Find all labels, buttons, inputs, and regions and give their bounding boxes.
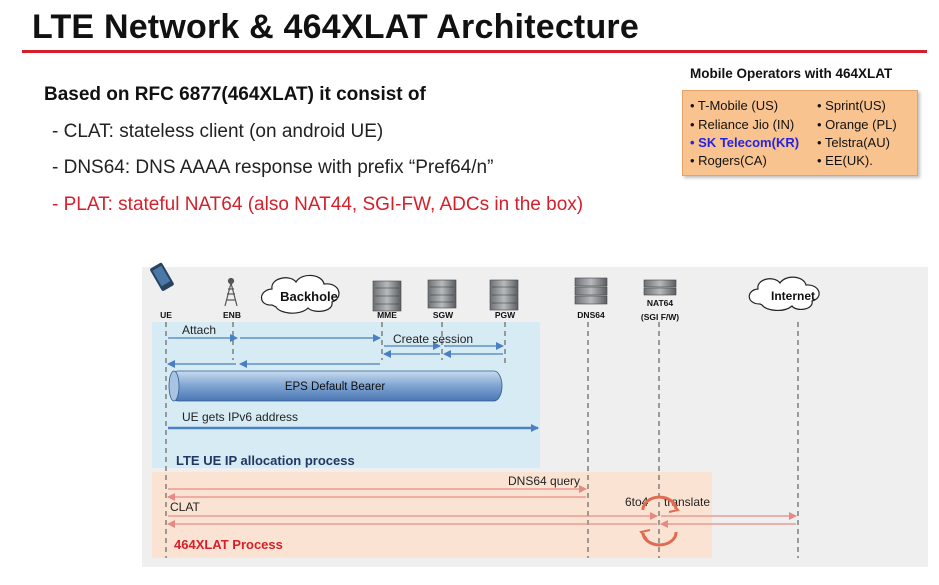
section-label-xlat: 464XLAT Process	[174, 537, 283, 552]
nat64-server-icon	[643, 279, 677, 296]
message-ipv6: UE gets IPv6 address	[182, 410, 298, 424]
pgw-server-icon	[489, 279, 519, 311]
node-label-mme: MME	[377, 310, 397, 320]
title-rule	[22, 50, 927, 53]
message-dns64-query: DNS64 query	[508, 474, 580, 488]
operator-item: • Orange (PL)	[817, 117, 897, 132]
cloud-label-backhole: Backhole	[280, 289, 338, 304]
operator-item: • Reliance Jio (IN)	[690, 117, 795, 132]
node-label-sgw: SGW	[433, 310, 454, 320]
sgw-server-icon	[427, 279, 457, 309]
message-create-session: Create session	[393, 332, 473, 346]
operators-box: • T-Mobile (US) • Reliance Jio (IN) • SK…	[682, 90, 918, 176]
eps-default-bearer	[168, 370, 503, 402]
operator-item: • EE(UK).	[817, 153, 873, 168]
mme-server-icon	[372, 280, 402, 312]
node-label-ue: UE	[160, 310, 172, 320]
bearer-label: EPS Default Bearer	[285, 381, 386, 393]
operator-item-highlight: • SK Telecom(KR)	[690, 135, 800, 150]
operator-item: • Telstra(AU)	[817, 135, 890, 150]
node-label-nat64-sub: (SGI F/W)	[641, 312, 679, 322]
operator-item: • Rogers(CA)	[690, 153, 767, 168]
message-attach: Attach	[182, 323, 216, 337]
xlat-section-background	[152, 472, 712, 558]
bullet-plat: - PLAT: stateful NAT64 (also NAT44, SGI-…	[52, 194, 584, 215]
operator-item: • Sprint(US)	[817, 98, 886, 113]
antenna-tower-icon	[224, 277, 238, 307]
message-clat: CLAT	[170, 500, 200, 514]
section-label-lte: LTE UE IP allocation process	[176, 453, 355, 468]
phone-icon	[150, 262, 174, 291]
internet-cloud-icon	[748, 276, 820, 311]
dns64-server-icon	[574, 277, 608, 305]
translate-cycle-icon	[639, 495, 680, 547]
backhole-cloud-icon	[260, 274, 340, 314]
cloud-label-internet: Internet	[771, 289, 815, 303]
slide-title: LTE Network & 464XLAT Architecture	[32, 8, 639, 46]
node-label-nat64: NAT64	[647, 298, 674, 308]
operator-item: • T-Mobile (US)	[690, 98, 779, 113]
lead-text: Based on RFC 6877(464XLAT) it consist of	[44, 84, 426, 105]
bullet-dns64: - DNS64: DNS AAAA response with prefix “…	[52, 157, 494, 178]
node-label-dns64: DNS64	[577, 310, 605, 320]
operators-title: Mobile Operators with 464XLAT	[690, 66, 893, 81]
bullet-clat: - CLAT: stateless client (on android UE)	[52, 121, 384, 142]
node-label-enb: ENB	[223, 310, 241, 320]
node-label-pgw: PGW	[495, 310, 516, 320]
